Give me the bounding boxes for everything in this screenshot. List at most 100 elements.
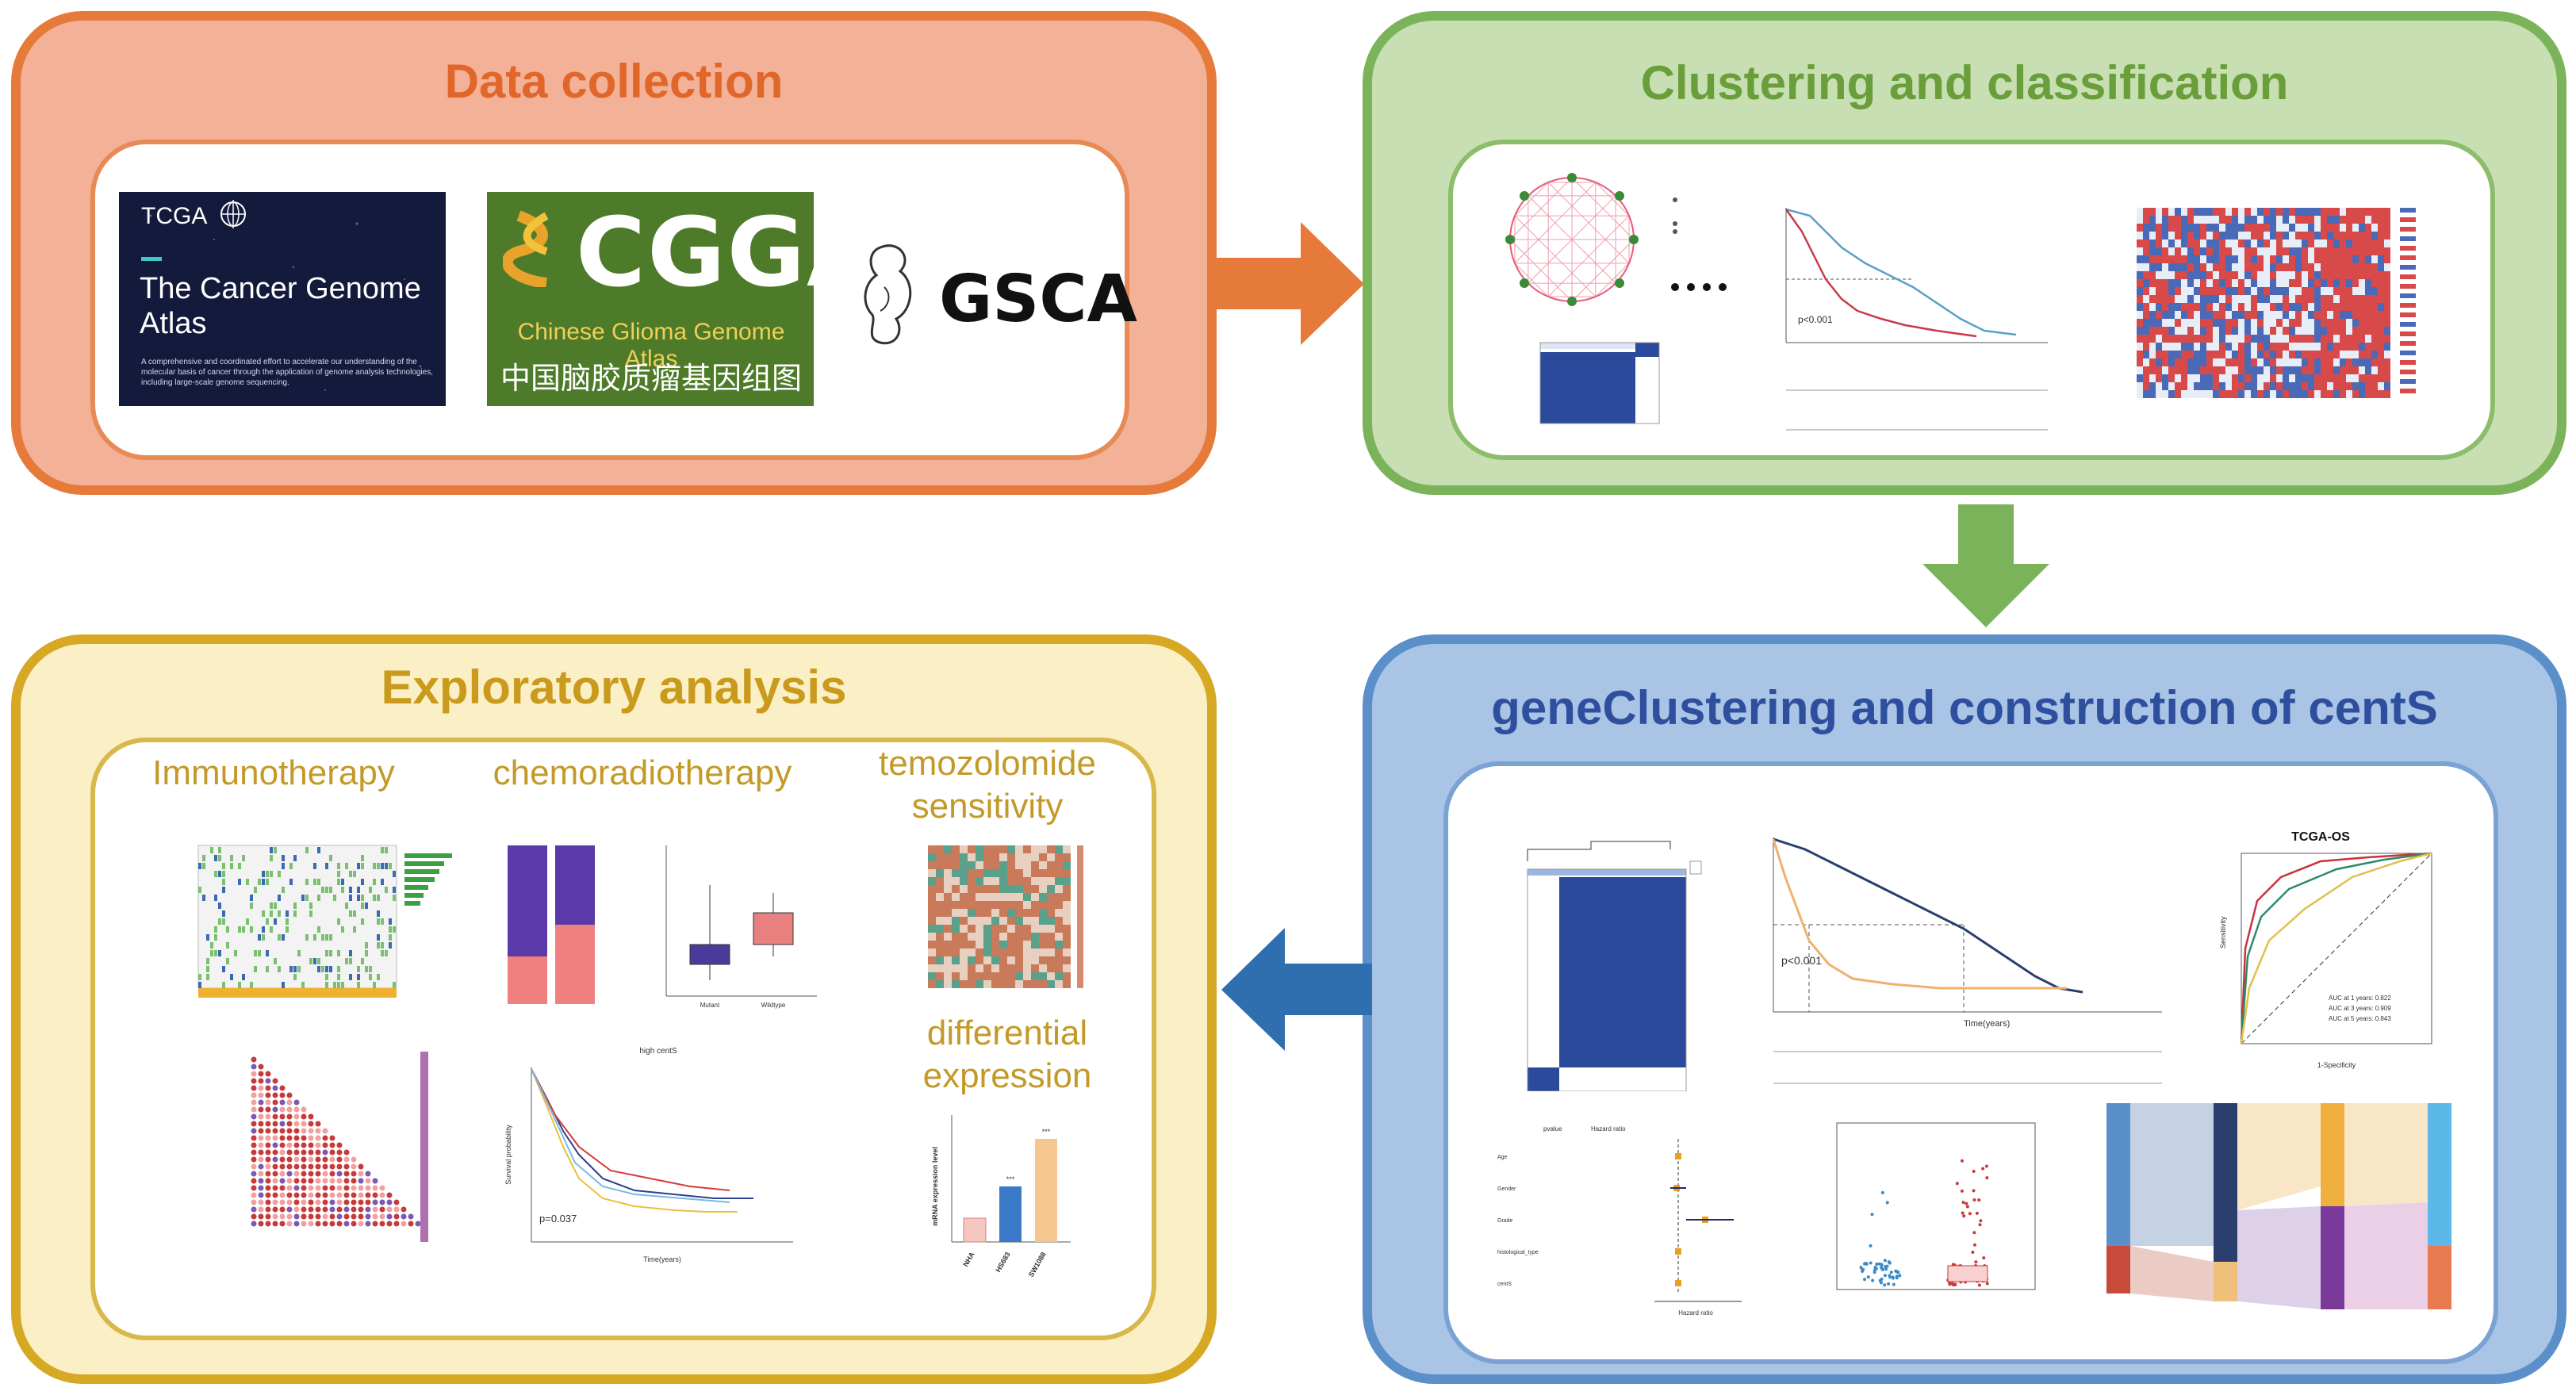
heatmap-cell xyxy=(1055,949,1063,956)
heatmap-cell xyxy=(2264,327,2270,335)
oncoplot-cell xyxy=(317,879,320,885)
boxplot-point xyxy=(1961,1201,1965,1205)
correlation-dot xyxy=(251,1056,257,1063)
correlation-dot xyxy=(329,1192,335,1198)
heatmap-cell xyxy=(2137,335,2143,343)
heatmap-cell xyxy=(928,909,936,917)
heatmap-cell xyxy=(2365,319,2371,327)
correlation-dot xyxy=(301,1113,307,1120)
heatmap-cell xyxy=(2308,271,2314,279)
heatmap-cell xyxy=(2333,351,2340,358)
oncoplot-cell xyxy=(266,871,269,877)
heatmap-cell xyxy=(1055,869,1063,877)
heatmap-cell xyxy=(1055,980,1063,988)
heatmap-cell xyxy=(983,933,991,941)
heatmap-cell xyxy=(2270,255,2276,263)
heatmap-cell xyxy=(976,980,983,988)
heatmap-cell xyxy=(2137,255,2143,263)
heatmap-cell xyxy=(2365,247,2371,255)
heatmap-cell xyxy=(999,925,1007,933)
heatmap-cell xyxy=(952,901,960,909)
heatmap-cell xyxy=(928,941,936,949)
heatmap-cell xyxy=(2333,366,2340,374)
heatmap-cell xyxy=(936,933,944,941)
correlation-dot xyxy=(279,1171,286,1177)
heatmap-cell xyxy=(2162,216,2168,224)
heatmap-cell xyxy=(2213,295,2219,303)
heatmap-cell xyxy=(968,869,976,877)
heatmap-cell xyxy=(2295,240,2302,247)
heatmap-cell xyxy=(2276,390,2283,398)
correlation-dot xyxy=(336,1213,343,1220)
correlation-dot xyxy=(322,1199,328,1205)
roc-legend-3: AUC at 5 years: 0.843 xyxy=(2329,1015,2391,1022)
oncoplot-cell xyxy=(389,942,392,949)
heatmap-cell xyxy=(2251,358,2257,366)
heatmap-cell xyxy=(2308,335,2314,343)
heatmap-cell xyxy=(944,964,952,972)
heatmap-cell xyxy=(936,980,944,988)
heatmap-cell xyxy=(2308,224,2314,232)
heatmap-cell xyxy=(2270,351,2276,358)
heatmap-cell xyxy=(936,893,944,901)
heatmap-cell xyxy=(2200,279,2206,287)
correlation-dot xyxy=(286,1185,293,1191)
heatmap-cell xyxy=(1023,964,1031,972)
heatmap-cell xyxy=(928,933,936,941)
heatmap-cell xyxy=(1031,885,1039,893)
heatmap-cell xyxy=(2200,351,2206,358)
heatmap-cell xyxy=(1047,893,1055,901)
heatmap-cell xyxy=(2175,327,2181,335)
heatmap-cell xyxy=(2219,343,2225,351)
heatmap-cell xyxy=(2181,271,2187,279)
heatmap-cell xyxy=(2384,247,2390,255)
heatmap-cell xyxy=(2206,287,2213,295)
correlation-dot xyxy=(286,1221,293,1227)
heatmap-cell xyxy=(2251,279,2257,287)
correlation-dot xyxy=(279,1163,286,1170)
oncoplot-cell xyxy=(301,895,305,901)
oncoplot-cell xyxy=(218,903,221,909)
oncoplot-cell xyxy=(293,910,297,917)
heatmap-legend-swatch xyxy=(2400,360,2416,365)
correlation-dot xyxy=(308,1142,314,1148)
oncoplot-cell xyxy=(385,863,388,869)
correlation-dot xyxy=(279,1113,286,1120)
heatmap-cell xyxy=(936,861,944,869)
heatmap-cell xyxy=(2168,319,2175,327)
correlation-dot xyxy=(415,1221,421,1227)
oncoplot-cell xyxy=(301,982,305,988)
boxplot-point xyxy=(1880,1190,1884,1194)
correlation-dot xyxy=(251,1128,257,1134)
correlation-dot xyxy=(343,1221,350,1227)
heatmap-cell xyxy=(1055,853,1063,861)
heatmap-cell xyxy=(2232,232,2238,240)
heatmap-cell xyxy=(2314,240,2321,247)
heatmap-cell xyxy=(2327,351,2333,358)
correlation-dot xyxy=(293,1178,300,1184)
heatmap-cell xyxy=(2365,216,2371,224)
heatmap-cell xyxy=(2378,319,2384,327)
heatmap-cell xyxy=(2181,224,2187,232)
correlation-dot xyxy=(272,1171,278,1177)
heatmap-cell xyxy=(2200,343,2206,351)
heatmap-cell xyxy=(1063,980,1071,988)
heatmap-cell xyxy=(2321,382,2327,390)
correlation-dot xyxy=(265,1113,271,1120)
oncoplot-cell xyxy=(202,895,205,901)
heatmap-cell xyxy=(2264,295,2270,303)
heatmap-cell xyxy=(2257,390,2264,398)
oncoplot-cell xyxy=(377,895,380,901)
geneclustering-title: geneClustering and construction of centS xyxy=(1491,681,2438,734)
chemoradiotherapy-label: chemoradiotherapy xyxy=(493,753,792,792)
sankey-plot xyxy=(2106,1103,2451,1309)
heatmap-cell xyxy=(2365,240,2371,247)
correlation-dot xyxy=(251,1085,257,1091)
correlation-dot xyxy=(272,1178,278,1184)
boxplot-point xyxy=(1896,1270,1900,1274)
heatmap-cell xyxy=(2168,287,2175,295)
oncoplot-cell xyxy=(270,847,273,853)
heatmap-cell xyxy=(1055,972,1063,980)
heatmap-cell xyxy=(2143,240,2149,247)
correlation-dot xyxy=(386,1192,393,1198)
